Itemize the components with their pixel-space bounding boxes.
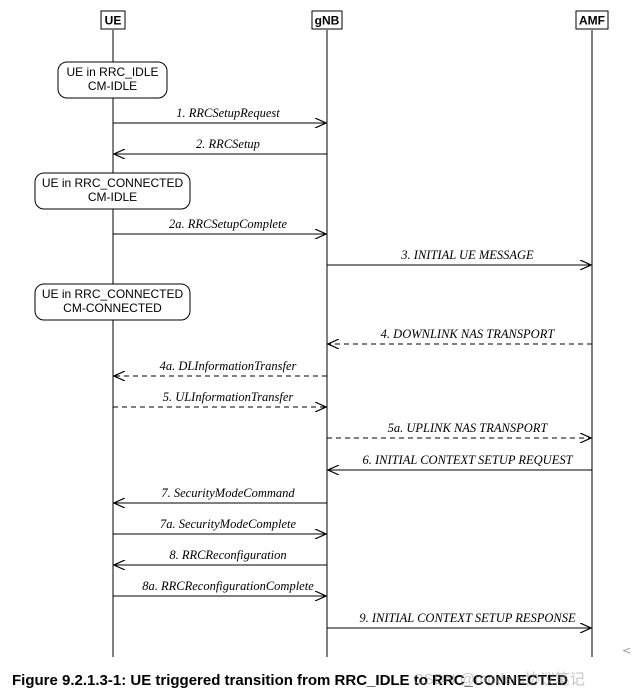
state-box-frame bbox=[34, 172, 191, 210]
state-box-line: CM-IDLE bbox=[88, 79, 137, 93]
message: 5a. UPLINK NAS TRANSPORT bbox=[327, 421, 591, 438]
message: 8. RRCReconfiguration bbox=[114, 548, 327, 565]
entity-amf: AMF bbox=[575, 10, 609, 30]
entity-box bbox=[311, 10, 343, 30]
state-box-line: UE in RRC_CONNECTED bbox=[42, 176, 184, 190]
state-box-frame bbox=[34, 283, 191, 321]
watermark: CSDN @modem协议笔记 bbox=[413, 671, 585, 688]
message-label: 7a. SecurityModeComplete bbox=[160, 517, 297, 531]
message: 5. ULInformationTransfer bbox=[113, 390, 326, 407]
message-label: 9. INITIAL CONTEXT SETUP RESPONSE bbox=[359, 611, 576, 625]
message-label: 4. DOWNLINK NAS TRANSPORT bbox=[381, 327, 556, 341]
message: 6. INITIAL CONTEXT SETUP REQUEST bbox=[328, 453, 592, 470]
state-box-line: CM-CONNECTED bbox=[63, 301, 162, 315]
lifelines bbox=[112, 30, 593, 657]
corner-mark: < bbox=[622, 644, 632, 657]
entity-ue: UE bbox=[100, 10, 126, 30]
entity-label: AMF bbox=[579, 14, 605, 28]
message-label: 7. SecurityModeCommand bbox=[161, 486, 295, 500]
message-label: 2. RRCSetup bbox=[196, 137, 260, 151]
message-label: 5a. UPLINK NAS TRANSPORT bbox=[388, 421, 549, 435]
state-box-line: UE in RRC_IDLE bbox=[66, 65, 158, 79]
message-label: 6. INITIAL CONTEXT SETUP REQUEST bbox=[362, 453, 573, 467]
message-label: 8a. RRCReconfigurationComplete bbox=[142, 579, 314, 593]
message-label: 3. INITIAL UE MESSAGE bbox=[400, 248, 534, 262]
message: 7. SecurityModeCommand bbox=[114, 486, 327, 503]
message: 4a. DLInformationTransfer bbox=[114, 359, 327, 376]
message: 7a. SecurityModeComplete bbox=[113, 517, 326, 534]
message: 9. INITIAL CONTEXT SETUP RESPONSE bbox=[327, 611, 591, 628]
entity-label: gNB bbox=[315, 14, 340, 28]
state-box-line: UE in RRC_CONNECTED bbox=[42, 287, 184, 301]
entity-box bbox=[100, 10, 126, 30]
message: 1. RRCSetupRequest bbox=[113, 106, 326, 123]
message-label: 5. ULInformationTransfer bbox=[163, 390, 294, 404]
entities: UE gNB AMF bbox=[100, 10, 609, 30]
message-label: 4a. DLInformationTransfer bbox=[160, 359, 297, 373]
message-label: 1. RRCSetupRequest bbox=[176, 106, 280, 120]
state-box-line: CM-IDLE bbox=[88, 190, 137, 204]
message: 2. RRCSetup bbox=[114, 137, 327, 154]
message: 2a. RRCSetupComplete bbox=[113, 217, 326, 234]
message: 4. DOWNLINK NAS TRANSPORT bbox=[328, 327, 592, 344]
figure-caption: Figure 9.2.1.3-1: UE triggered transitio… bbox=[12, 672, 568, 689]
entity-box bbox=[575, 10, 609, 30]
message: 3. INITIAL UE MESSAGE bbox=[327, 248, 591, 265]
message-label: 8. RRCReconfiguration bbox=[169, 548, 286, 562]
message-label: 2a. RRCSetupComplete bbox=[169, 217, 287, 231]
message: 8a. RRCReconfigurationComplete bbox=[113, 579, 326, 596]
messages: 1. RRCSetupRequest 2. RRCSetup 2a. RRCSetu… bbox=[113, 106, 592, 628]
entity-gnb: gNB bbox=[311, 10, 343, 30]
state-box-frame bbox=[57, 61, 168, 99]
entity-label: UE bbox=[105, 14, 122, 28]
